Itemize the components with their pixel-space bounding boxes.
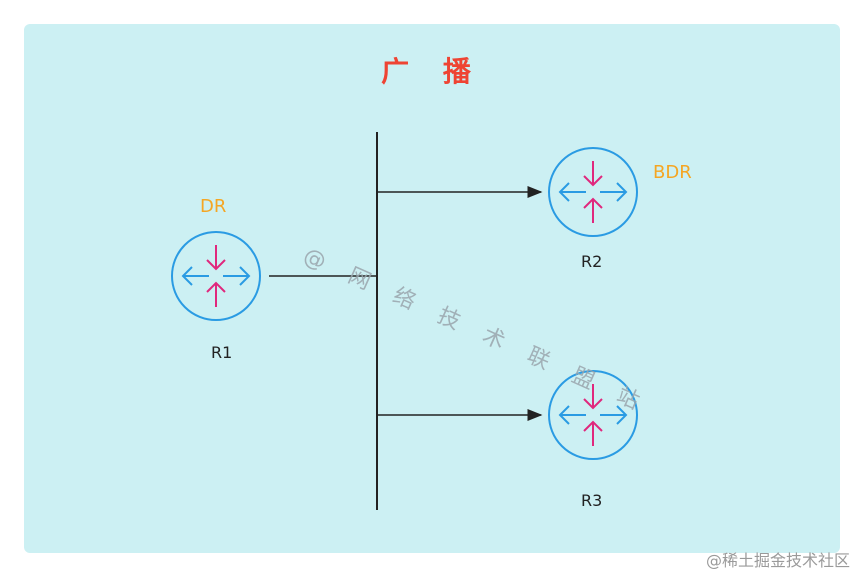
r2-role-label: BDR (653, 162, 692, 183)
r3-name-label: R3 (581, 491, 603, 510)
router-r1-icon (171, 231, 261, 321)
r1-role-label: DR (200, 196, 227, 217)
footer-watermark: @稀土掘金技术社区 (705, 551, 850, 570)
router-r2-icon (548, 147, 638, 237)
r1-name-label: R1 (211, 343, 233, 362)
r2-name-label: R2 (581, 252, 603, 271)
diagram-background (24, 24, 840, 553)
diagram-title: 广 播 (381, 55, 483, 88)
